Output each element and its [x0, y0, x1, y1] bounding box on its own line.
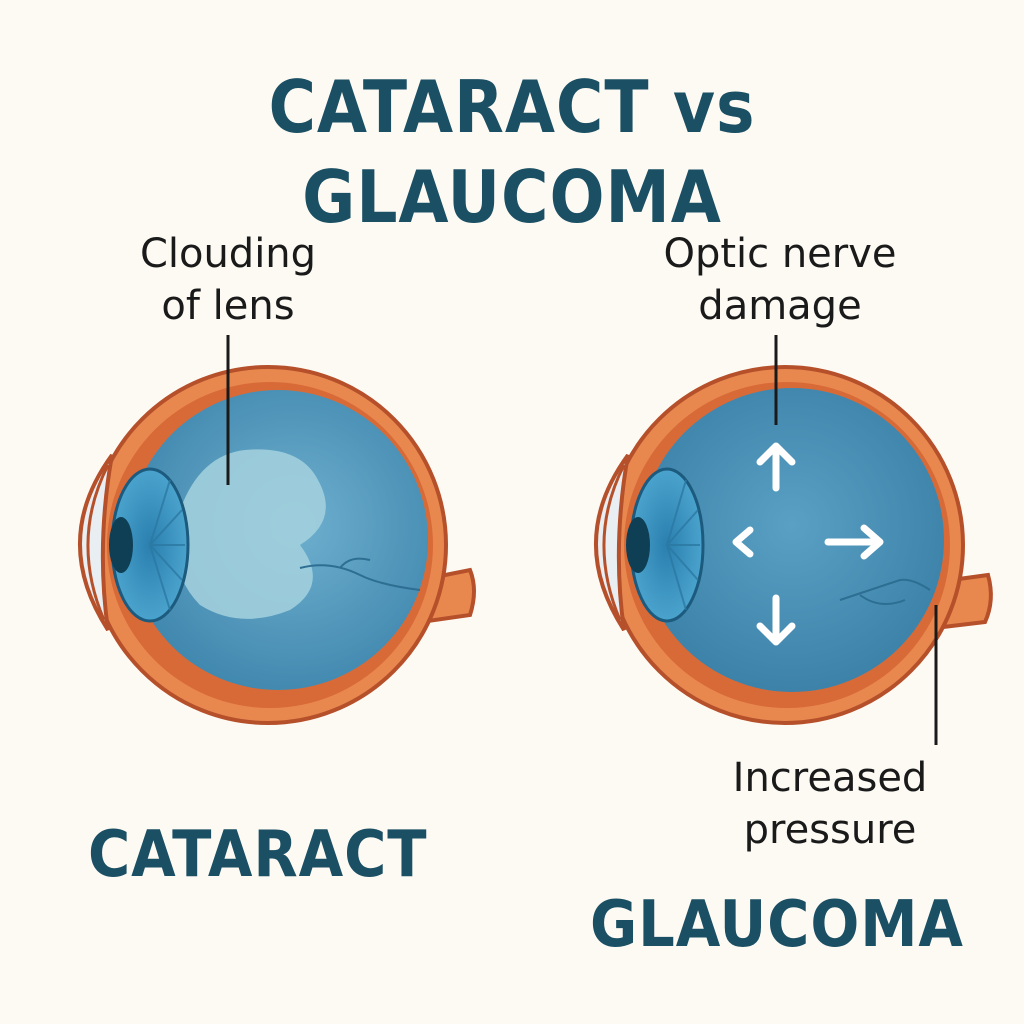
- glaucoma-pressure-label-line1: Increased: [710, 752, 950, 804]
- glaucoma-caption: GLAUCOMA: [590, 885, 932, 965]
- glaucoma-nerve-label-line1: Optic nerve: [640, 228, 920, 280]
- glaucoma-nerve-label-line2: damage: [640, 280, 920, 332]
- glaucoma-pressure-label-line2: pressure: [710, 804, 950, 856]
- cataract-eye: [80, 335, 474, 723]
- cataract-caption: CATARACT: [88, 815, 412, 895]
- glaucoma-eye: [596, 335, 991, 745]
- cataract-lens-label-line2: of lens: [120, 280, 336, 332]
- cataract-lens-label: Clouding of lens: [120, 228, 336, 332]
- glaucoma-pressure-label: Increased pressure: [710, 752, 950, 856]
- cataract-lens-label-line1: Clouding: [120, 228, 336, 280]
- pupil: [109, 517, 133, 573]
- glaucoma-nerve-label: Optic nerve damage: [640, 228, 920, 332]
- pupil: [626, 517, 650, 573]
